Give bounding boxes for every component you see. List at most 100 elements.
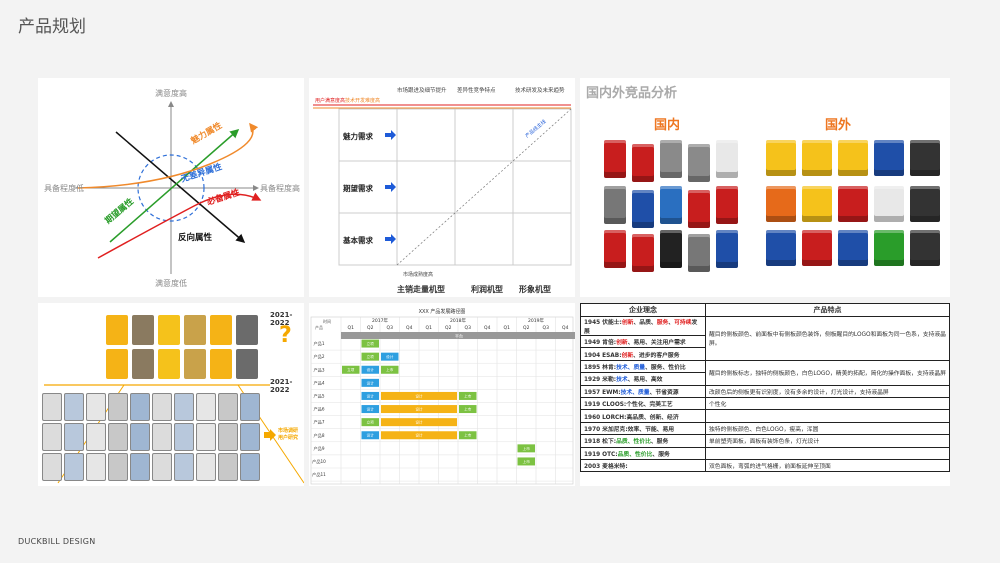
bottom-axis-label: 满意度低	[155, 278, 187, 288]
matrix-top-label-3: 技术研发及未来趋势	[515, 86, 565, 94]
philosophy-cell: 2003 麦格米特:	[580, 458, 706, 473]
welder-product-image	[604, 140, 626, 178]
welder-product-image	[688, 234, 710, 272]
matrix-bottom-note: 市场成熟度高	[403, 271, 433, 278]
gantt-platform-bar	[341, 332, 575, 339]
welder-product-image	[152, 423, 172, 451]
gantt-bar	[517, 444, 535, 453]
gantt-quarter-label: Q3	[543, 325, 550, 331]
welder-product-image	[42, 393, 62, 421]
legacy-product-grid	[42, 391, 270, 483]
welder-product-image	[660, 186, 682, 224]
gantt-bar-label: 上市	[464, 406, 472, 411]
gantt-bar	[381, 391, 457, 400]
welder-product-image	[688, 190, 710, 228]
brand-philosophy-panel: 企业理念 产品特点 1945 伏能士:创新、品质、服务、可持续发展醒目的侧板颜色…	[580, 303, 950, 486]
welder-product-image	[632, 144, 654, 182]
welder-product-image	[874, 140, 904, 176]
table-row: 2003 麦格米特:双色面板，弯弧的进气格栅，前面板延伸至顶面	[580, 458, 950, 473]
welder-product-image	[632, 234, 654, 272]
welder-product-image	[802, 140, 832, 176]
welder-product-image	[910, 230, 940, 266]
welder-product-image	[910, 186, 940, 222]
table-row: 1919 CLOOS:个性化、完美工艺个性化	[580, 396, 950, 411]
arrow-right-icon	[264, 429, 276, 441]
welder-product-image	[196, 393, 216, 421]
gantt-bar	[342, 365, 360, 374]
row-label-basic: 基本需求	[342, 235, 373, 245]
reverse-attribute-line	[115, 131, 246, 243]
diagonal-label: 产品线主线	[524, 118, 548, 139]
gantt-bar	[361, 431, 379, 440]
welder-product-image	[716, 140, 738, 178]
expected-attribute-label: 期望属性	[103, 196, 136, 227]
kano-model-panel: 满意度高 满意度低 具备程度低 具备程度高 魅力属性 无差异属性 必备属性 期望…	[38, 78, 304, 297]
gantt-platform-label: 平台	[455, 332, 463, 338]
welder-product-image	[660, 230, 682, 268]
company-year: 1904 ESAB:	[584, 352, 622, 359]
matrix-top-label-1: 市场跟进及细节提升	[397, 86, 447, 94]
gantt-quarter-label: Q2	[445, 325, 452, 331]
gantt-bar	[459, 391, 477, 400]
welder-product-image	[132, 315, 154, 345]
requirement-matrix-panel: 市场跟进及细节提升 差异性竞争特点 技术研发及未来趋势 用户满意度高 技术开发难…	[309, 78, 575, 297]
philosophy-term: 、易用、高效	[627, 377, 663, 384]
domestic-label: 国内	[654, 118, 681, 133]
footer-brand: DUCKBILL DESIGN	[18, 537, 96, 546]
welder-product-image	[42, 453, 62, 481]
feature-cell: 个性化	[705, 396, 950, 411]
gantt-bar-label: 立项	[347, 367, 355, 372]
welder-product-image	[86, 453, 106, 481]
philosophy-term: 、服务	[650, 439, 669, 446]
welder-product-image	[196, 453, 216, 481]
feature-cell: 独特的侧板颜色、白色LOGO，瘦高，浑圆	[705, 421, 950, 436]
welder-product-image	[874, 230, 904, 266]
welder-product-image	[64, 393, 84, 421]
gantt-bar	[381, 405, 457, 414]
philosophy-cell: 1918 松下:品质、性价比、服务	[580, 434, 706, 448]
welder-product-image	[910, 140, 940, 176]
expected-attribute-line	[109, 129, 240, 243]
gantt-row-label: 产品6	[313, 406, 324, 413]
top-axis-label: 满意度高	[155, 88, 187, 98]
gantt-bar-label: 设计	[367, 380, 375, 385]
welder-product-image	[716, 186, 738, 224]
year-label-top: 2021-2022	[270, 311, 293, 327]
arrow-right-icon	[385, 182, 396, 192]
philosophy-cell: 1960 LORCH:高品质、创新、经济	[580, 409, 706, 423]
gantt-bar	[361, 365, 379, 374]
charm-attribute-label: 魅力属性	[189, 120, 224, 147]
welder-product-image	[174, 453, 194, 481]
company-year: 1960 LORCH:	[584, 414, 627, 421]
philosophy-term: 、	[668, 320, 675, 326]
arrow-right-icon	[385, 130, 396, 140]
matrix-top-label-2: 差异性竞争特点	[457, 86, 496, 94]
table-header-features: 产品特点	[705, 303, 950, 317]
gantt-quarter-label: Q1	[504, 325, 511, 331]
philosophy-table: 企业理念 产品特点 1945 伏能士:创新、品质、服务、可持续发展醒目的侧板颜色…	[580, 303, 950, 473]
research-note-2: 用户研究	[278, 435, 299, 441]
gantt-bar-label: 上市	[523, 446, 531, 451]
welder-product-image	[86, 393, 106, 421]
gantt-quarter-label: Q4	[562, 325, 569, 331]
feature-cell: 醒目的侧板标志，独特的侧板颜色，白色LOGO，精美的拓配，简化的操作面板，支持液…	[705, 359, 950, 386]
gantt-row-label: 产品10	[312, 458, 326, 465]
column-label-profit: 利润机型	[470, 284, 503, 294]
feature-cell: 醒目的侧板颜色、前面板中有侧板颜色装饰，侧板醒目的LOGO和面板为同一色系，支持…	[705, 316, 950, 361]
product-evolution-panel: 2021-2022 ? 2021-2022 市场调研 用户研究	[38, 303, 304, 486]
gantt-bar	[381, 365, 399, 374]
gantt-bar-label: 设计	[367, 406, 375, 411]
gantt-bar-label: 上市	[386, 367, 394, 372]
feature-cell	[705, 409, 950, 423]
gantt-bar	[361, 391, 379, 400]
indifferent-circle	[137, 154, 205, 222]
current-product-collage	[106, 313, 268, 385]
gantt-row-label: 产品11	[312, 471, 326, 478]
welder-product-image	[108, 453, 128, 481]
gantt-row-label: 产品4	[313, 379, 324, 386]
gantt-bar	[361, 378, 379, 387]
gantt-bar-label: 设计	[415, 433, 423, 438]
company-year: 1929 米勒:	[584, 377, 617, 384]
philosophy-cell: 1957 EWM:技术、质量、节省资源	[580, 384, 706, 398]
philosophy-cell: 1895 林肯:技术、质量、服务、性价比	[580, 359, 706, 374]
